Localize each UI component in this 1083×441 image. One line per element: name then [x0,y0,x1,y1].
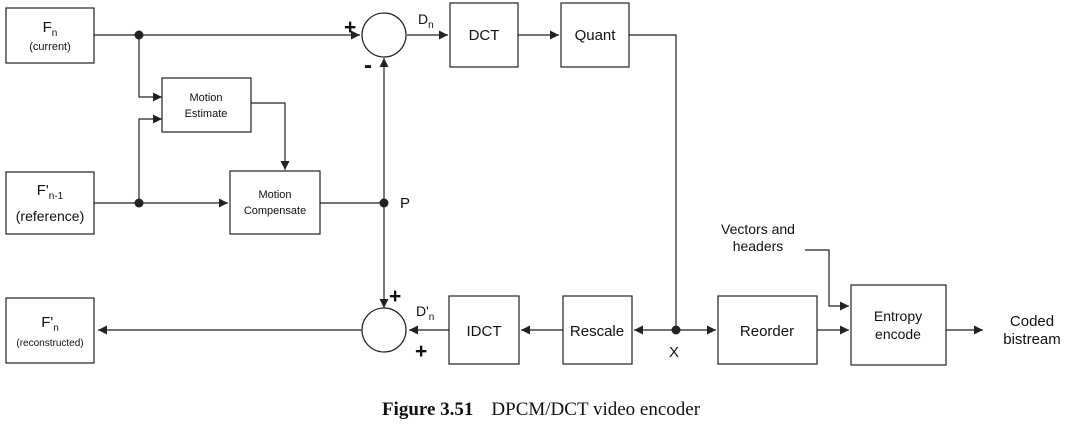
minus-sign-sub-input: - [364,52,372,79]
wire-me-to-mc [251,102,290,170]
fn-note: (current) [29,41,71,53]
block-entropy-encode: Entropy encode [850,284,947,366]
block-fref: F'n-1 (reference) [5,171,95,235]
junction-dot-x [671,325,681,335]
mc-line2: Compensate [244,205,306,217]
wire-ref-to-me [138,114,162,203]
entropy-line1: Entropy [874,308,922,324]
p-label: P [400,195,410,212]
wire-quant-to-x [629,34,677,330]
block-frec: F'n (reconstructed) [5,297,95,364]
vectors-headers-line1: Vectors and [721,221,795,237]
dn-label: Dn [418,11,434,31]
coded-bitstream-line2: bistream [1003,331,1061,348]
plus-sign-add-bottom: + [415,340,427,363]
block-dct: DCT [449,2,519,68]
frec-label: F'n [41,314,59,334]
mc-line1: Motion [258,189,291,201]
rescale-label: Rescale [570,323,624,340]
reorder-label: Reorder [740,323,794,340]
block-fn-current: Fn (current) [5,7,95,64]
fref-note: (reference) [16,208,84,224]
dct-label: DCT [469,27,500,44]
junction-dots [134,30,681,335]
adder-node [361,307,407,353]
junction-dot-ref [134,198,144,208]
fn-label: Fn [43,19,58,39]
vectors-headers-line2: headers [733,238,784,254]
x-label: X [669,344,679,361]
block-rescale: Rescale [562,295,633,365]
wire-fn-to-me [138,35,162,102]
idct-label: IDCT [467,323,502,340]
entropy-line2: encode [875,326,921,342]
quant-label: Quant [575,27,617,44]
frec-note: (reconstructed) [16,338,83,349]
block-idct: IDCT [448,295,520,365]
fref-label: F'n-1 [37,182,64,202]
coded-bitstream-line1: Coded [1010,313,1054,330]
plus-sign-sub-input: + [344,16,356,39]
connection-wires [94,30,983,335]
junction-dot-p [379,198,389,208]
plus-sign-add-top: + [389,285,401,308]
block-quant: Quant [560,2,630,68]
me-line1: Motion [189,92,222,104]
wire-vectors-to-entropy [805,249,849,311]
block-motion-estimate: Motion Estimate [161,77,252,133]
me-line2: Estimate [185,108,228,120]
subtractor-node [361,12,407,58]
dprime-label: D'n [416,303,434,323]
block-motion-compensate: Motion Compensate [229,170,321,235]
junction-dot-fn [134,30,144,40]
block-reorder: Reorder [717,295,818,365]
